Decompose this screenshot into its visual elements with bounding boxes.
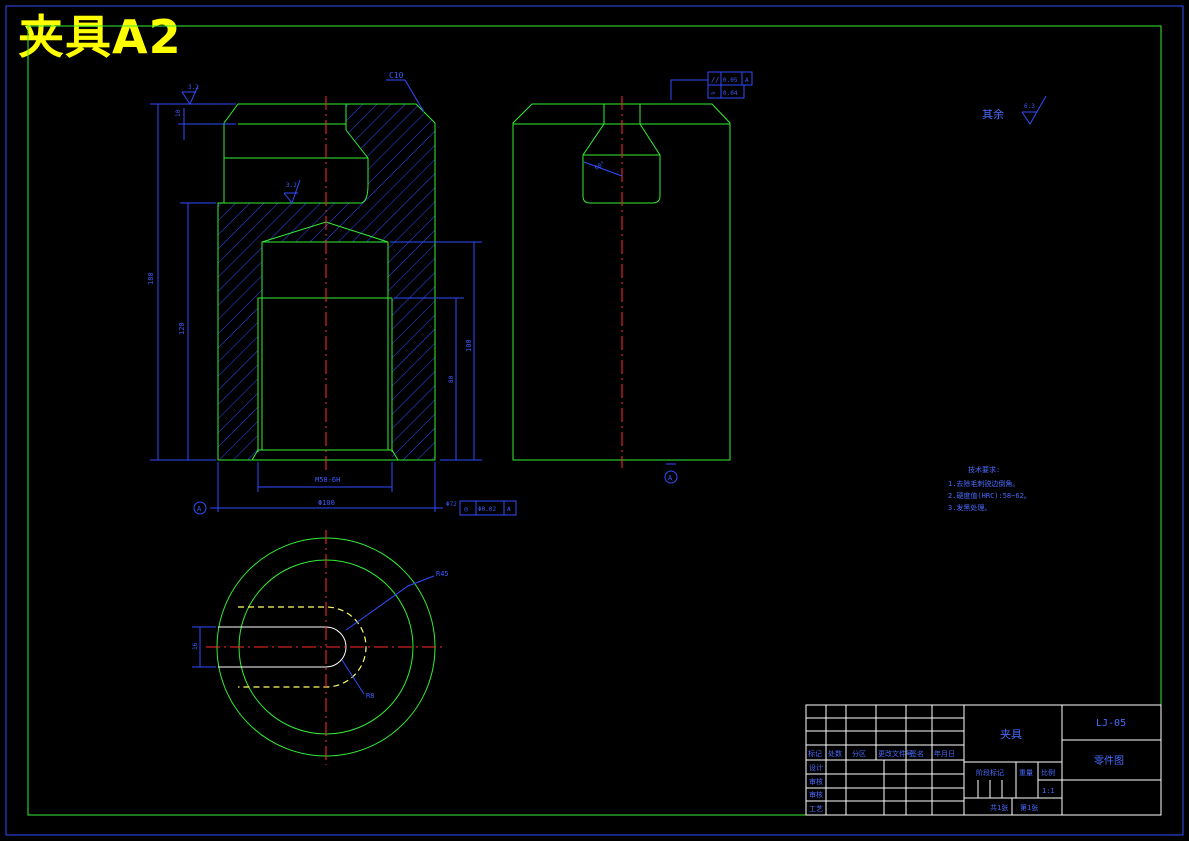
row-label-count: 处数 <box>828 749 842 758</box>
side-view: 60° A // 0.05 A ▱ 0.04 <box>512 71 753 484</box>
side-outline <box>512 103 731 461</box>
dim-overall-height: 180 <box>147 272 155 285</box>
row-label-change: 更改文件号 <box>878 749 913 758</box>
bore-outline <box>261 221 389 451</box>
sheet-number: 第1张 <box>1020 803 1038 812</box>
part-name: 夹具 <box>1000 728 1022 741</box>
sheet-inner-border <box>27 25 1162 816</box>
dim-thread: M58-6H <box>315 476 340 484</box>
dim-thread-depth: 80 <box>448 375 455 383</box>
scale-label: 比例 <box>1041 768 1055 777</box>
roughness-other-value: 6.3 <box>1024 103 1035 110</box>
scale-value: 1:1 <box>1042 787 1055 795</box>
roughness-inner-value: 3.2 <box>286 182 297 189</box>
row-label-sign: 签名 <box>910 749 924 758</box>
drawing-headline: 夹具A2 <box>18 14 182 60</box>
tech-req-line-1: 1.去除毛刺锐边倒角。 <box>948 479 1019 488</box>
datum-circle-side <box>664 470 678 484</box>
datum-label-front: A <box>197 505 202 513</box>
top-view: 16 R45 R8 <box>192 530 449 765</box>
datum-circle-front <box>193 501 207 515</box>
tol-bottom-prefix: Φ72 <box>446 501 457 508</box>
tol-frame-flatness <box>707 84 745 99</box>
label-process: 工艺 <box>809 805 823 813</box>
title-block: 标记 处数 分区 更改文件号 签名 年月日 设计 审核 审核 工艺 夹具 LJ-… <box>805 704 1162 816</box>
row-label-date: 年月日 <box>934 749 955 758</box>
tol-frame-bottom <box>459 500 517 516</box>
stage-label: 阶段标记 <box>976 768 1004 777</box>
tech-req-line-3: 3.发黑处理。 <box>948 503 991 512</box>
label-review-1: 审核 <box>809 777 823 786</box>
headline-cn: 夹具 <box>18 10 112 64</box>
dim-radius-small: R8 <box>366 692 374 700</box>
dim-bore-depth: 120 <box>178 322 186 335</box>
sheet-outer-border <box>5 5 1184 836</box>
label-review-2: 审核 <box>809 790 823 799</box>
roughness-other-label: 其余 <box>982 107 1004 121</box>
sheet-total: 共1张 <box>990 803 1008 812</box>
row-label-zone: 分区 <box>852 749 866 758</box>
body-outline <box>217 103 436 461</box>
dim-slot-width: 16 <box>192 642 199 650</box>
label-design: 设计 <box>809 763 823 772</box>
tech-req-title: 技术要求: <box>968 465 1000 474</box>
drawing-type: 零件图 <box>1094 755 1124 767</box>
chamfer-label: C10 <box>389 71 404 80</box>
tol-parallel-value: 0.05 <box>723 77 738 84</box>
dim-diameter: Φ100 <box>318 499 335 507</box>
roughness-top-value: 3.2 <box>188 84 199 91</box>
dim-radius-big: R45 <box>436 570 449 578</box>
tech-req-line-2: 2.硬度值(HRC):58~62。 <box>948 491 1031 500</box>
dim-right-depth: 100 <box>465 339 473 352</box>
drawing-number: LJ-05 <box>1096 718 1126 729</box>
section-hatching <box>218 104 435 460</box>
slot-hidden-line <box>238 606 367 688</box>
roughness-symbol-top <box>181 85 199 106</box>
front-section-view: 180 10 120 100 80 M58-6H Φ100 A <box>147 71 517 516</box>
chamfer-leader <box>386 79 425 113</box>
weight-label: 重量 <box>1019 769 1033 777</box>
tol-parallel-datum: A <box>745 77 749 84</box>
technical-requirements: 技术要求: 1.去除毛刺锐边倒角。 2.硬度值(HRC):58~62。 3.发黑… <box>948 465 1031 512</box>
row-label-mark: 标记 <box>808 749 822 758</box>
tol-flatness-value: 0.04 <box>723 90 738 97</box>
dim-top-step: 10 <box>175 109 182 117</box>
tol-bottom-symbol: ◎ <box>464 505 469 513</box>
roughness-other: 其余 6.3 <box>982 95 1047 125</box>
tol-parallel-symbol: // <box>711 76 719 84</box>
datum-label-side: A <box>668 474 673 482</box>
roughness-symbol-inner <box>283 179 301 205</box>
dim-angle: 60° <box>594 160 607 171</box>
headline-code: A2 <box>112 10 182 64</box>
tol-bottom-value: Φ0.02 <box>478 506 496 513</box>
tol-flatness-symbol: ▱ <box>711 89 716 97</box>
tol-bottom-datum: A <box>507 506 511 513</box>
